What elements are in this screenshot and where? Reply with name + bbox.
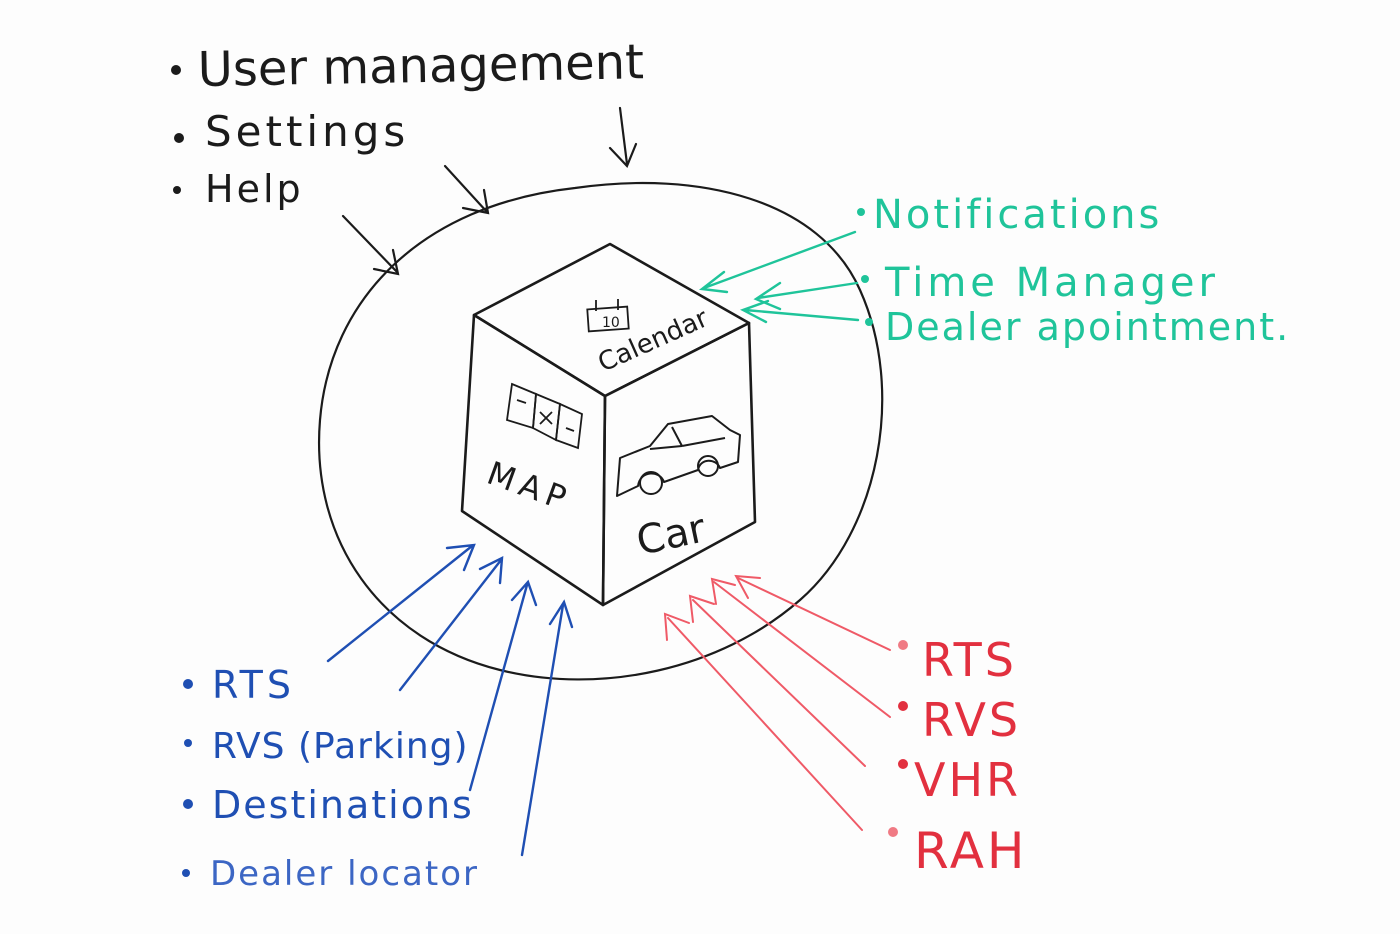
- green-list-bullet: [857, 208, 865, 216]
- red-list-bullet: [898, 640, 908, 650]
- green-list-bullet: [865, 318, 873, 326]
- top-list-bullet: [173, 186, 181, 194]
- cube-car-label: Car: [633, 505, 710, 564]
- outer-circle: [317, 182, 884, 681]
- arrow-dealer-apointment: [740, 299, 860, 324]
- blue-list-bullet: [184, 739, 192, 747]
- arrow-user-management: [608, 106, 638, 168]
- green-list-bullet: [861, 275, 869, 283]
- arrow-notifications: [698, 230, 857, 294]
- green-list: Notifications Time Manager Dealer apoint…: [857, 192, 1290, 349]
- top-list-item-help: Help: [205, 167, 304, 211]
- red-list-item-rah: RAH: [914, 822, 1028, 880]
- blue-list-item-rts: RTS: [212, 663, 295, 707]
- top-list-item-settings: Settings: [205, 107, 409, 156]
- blue-list-item-dealer-locator: Dealer locator: [210, 854, 479, 894]
- cube-left-face: [460, 313, 607, 607]
- arrow-red-vhr: [688, 594, 866, 767]
- black-arrows: [341, 106, 638, 276]
- green-list-item-dealer-apointment: Dealer apointment.: [885, 305, 1290, 349]
- red-list-item-rvs: RVS: [922, 693, 1021, 747]
- arrow-settings: [443, 164, 490, 215]
- blue-list-item-destinations: Destinations: [212, 783, 474, 827]
- blue-list-bullet: [183, 799, 193, 809]
- blue-arrows: [326, 543, 574, 857]
- green-list-item-time-manager: Time Manager: [884, 260, 1219, 306]
- arrow-time-manager: [753, 281, 859, 311]
- top-list-item-user-management: User management: [197, 34, 644, 98]
- green-list-item-notifications: Notifications: [873, 192, 1162, 238]
- red-list-bullet: [888, 827, 898, 837]
- arrow-blue-dealer-locator: [520, 599, 574, 857]
- blue-list: RTS RVS (Parking) Destinations Dealer lo…: [182, 663, 479, 894]
- cube-right-face: [601, 321, 757, 607]
- red-list-item-rts: RTS: [922, 633, 1017, 687]
- red-arrows: [663, 574, 891, 831]
- blue-list-bullet: [183, 679, 193, 689]
- folded-map-icon: [506, 382, 583, 450]
- cube: [460, 242, 757, 607]
- calendar-icon-number: 10: [602, 315, 620, 331]
- calendar-icon: 10: [586, 299, 630, 333]
- arrow-help: [341, 214, 400, 276]
- top-list-bullet: [171, 65, 181, 75]
- arrow-blue-rts: [326, 543, 476, 663]
- top-list: User management Settings Help: [171, 34, 644, 211]
- green-arrows: [698, 230, 860, 324]
- blue-list-bullet: [182, 869, 190, 877]
- red-list-bullet: [898, 759, 908, 769]
- arrow-blue-rvs: [398, 555, 504, 692]
- arrow-red-rah: [663, 612, 863, 831]
- top-list-bullet: [174, 133, 184, 143]
- red-list-bullet: [898, 701, 908, 711]
- arrow-blue-destinations: [468, 579, 538, 792]
- arrow-red-rts: [734, 574, 891, 651]
- cube-map-label: MAP: [482, 454, 577, 519]
- red-list: RTS RVS VHR RAH: [888, 633, 1028, 880]
- car-icon: [616, 415, 741, 497]
- arrow-red-rvs: [710, 577, 891, 718]
- blue-list-item-rvs-parking: RVS (Parking): [212, 726, 469, 767]
- red-list-item-vhr: VHR: [914, 753, 1021, 807]
